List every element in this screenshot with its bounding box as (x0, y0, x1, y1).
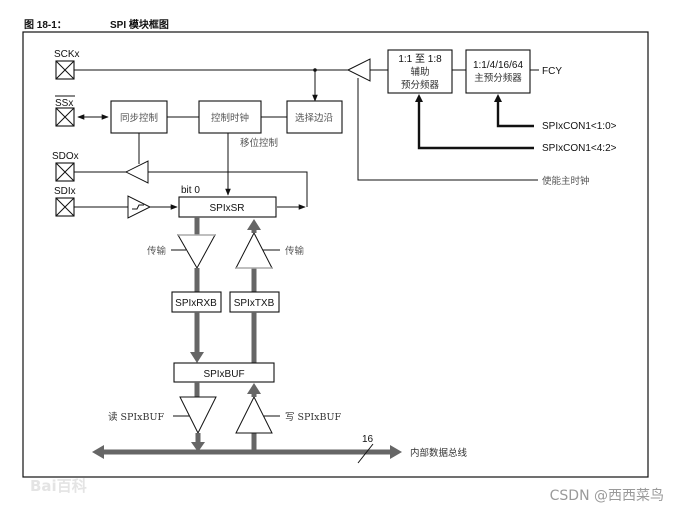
pin-label-sdox: SDOx (52, 151, 79, 162)
pin-cross-icon (55, 60, 75, 80)
enable-master-clock-line (357, 78, 538, 181)
control-clock-label: 控制时钟 (211, 112, 249, 124)
con1-4-2-arrow-line (417, 97, 534, 150)
sr-to-sdo-line (148, 171, 308, 207)
tx-buffer-label: SPIxTXB (234, 298, 275, 309)
rx-buffer-block: SPIxRXB (171, 291, 222, 313)
spi-buffer-block: SPIxBUF (173, 362, 275, 383)
csdn-watermark: CSDN @西西菜鸟 (550, 488, 664, 504)
internal-bus-label: 内部数据总线 (410, 447, 468, 459)
arrow-head-icon (247, 383, 261, 394)
pin-sdix: SDIx (54, 186, 76, 217)
enable-master-clock-label: 使能主时钟 (542, 175, 590, 187)
bus-width-label: 16 (362, 434, 374, 445)
pin-sdox: SDOx (52, 151, 79, 182)
arrow-head-icon (191, 442, 205, 452)
clock-buffer-icon (346, 58, 371, 82)
arrow-head-icon (190, 352, 204, 363)
figure-number: 图 18-1： (24, 19, 67, 31)
sdo-buffer-icon (124, 160, 149, 184)
primary-prescaler-ratio: 1:1/4/16/64 (473, 60, 523, 71)
arrow-head-icon (494, 94, 502, 102)
bus-arrow-right-icon (390, 445, 402, 459)
con1-4-2-label: SPIxCON1<4:2> (542, 143, 617, 154)
schmitt-symbol-icon (132, 204, 144, 210)
tx-buffer-block: SPIxTXB (229, 291, 280, 313)
edge-select-label: 选择边沿 (295, 112, 334, 124)
pin-ssx: SSx (55, 95, 75, 127)
transfer-label-right: 传输 (285, 245, 305, 257)
primary-prescaler-label: 主预分频器 (474, 72, 522, 84)
read-gate-icon (179, 396, 217, 435)
spi-buffer-label: SPIxBUF (203, 369, 244, 380)
shift-register-block: SPIxSR (178, 196, 277, 218)
read-buf-label: 读 SPIxBUF (108, 411, 165, 423)
primary-prescaler-block: 1:1/4/16/64 主预分频器 (465, 49, 531, 94)
fcy-label: FCY (542, 66, 562, 77)
arrow-head-icon (247, 219, 261, 230)
pin-label-sdix: SDIx (54, 186, 76, 197)
shift-register-label: SPIxSR (209, 203, 244, 214)
schmitt-buffer-icon (127, 195, 152, 219)
sync-control-label: 同步控制 (120, 112, 158, 124)
pin-sckx: SCKx (54, 49, 80, 80)
pin-label-ssx: SSx (55, 98, 73, 109)
pin-cross-icon (55, 197, 75, 217)
secondary-prescaler-label-1: 辅助 (410, 66, 429, 78)
figure-title: SPI 模块框图 (110, 18, 169, 31)
bus-arrow-left-icon (92, 445, 104, 459)
con1-1-0-label: SPIxCON1<1:0> (542, 121, 617, 132)
pin-cross-icon (55, 107, 75, 127)
rx-transfer-gate-icon (177, 234, 216, 270)
baidu-watermark: Bai百科 (30, 477, 87, 495)
sync-control-block: 同步控制 (110, 100, 168, 134)
shift-control-label: 移位控制 (240, 137, 278, 149)
pin-cross-icon (55, 162, 75, 182)
rx-buffer-label: SPIxRXB (175, 298, 217, 309)
secondary-prescaler-label-2: 预分频器 (401, 79, 440, 91)
transfer-label-left: 传输 (147, 245, 167, 257)
bus-width-slash (357, 443, 374, 464)
diagram-frame (22, 31, 649, 478)
write-gate-icon (235, 395, 273, 434)
secondary-prescaler-block: 1:1 至 1:8 辅助 预分频器 (387, 49, 453, 94)
secondary-prescaler-ratio: 1:1 至 1:8 (398, 53, 442, 65)
control-clock-block: 控制时钟 (198, 100, 262, 134)
pin-label-sckx: SCKx (54, 49, 80, 60)
edge-select-block: 选择边沿 (286, 100, 343, 134)
con1-1-0-arrow-line (496, 97, 534, 128)
arrow-head-icon (415, 94, 423, 102)
fcy-text: FCY (542, 66, 562, 77)
bit0-label: bit 0 (181, 185, 200, 196)
write-buf-label: 写 SPIxBUF (285, 412, 342, 423)
